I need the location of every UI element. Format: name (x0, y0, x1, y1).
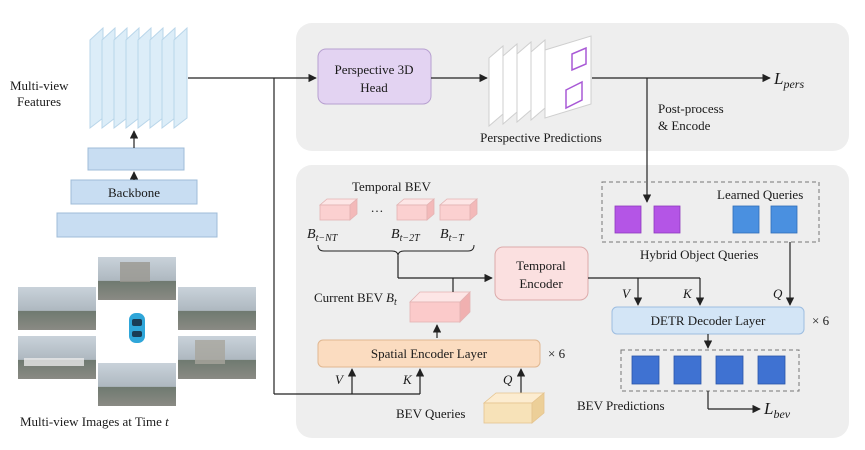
spatial-encoder-times: × 6 (548, 346, 566, 361)
postprocess-label-1: Post-process (658, 101, 724, 116)
backbone-bottom-block (56, 212, 218, 238)
hybrid-queries-label: Hybrid Object Queries (640, 247, 758, 262)
b-t-2t-label: Bt−2T (391, 227, 421, 244)
multiview-feature-stack (89, 26, 188, 130)
perspective-head-label-1: Perspective 3D (334, 62, 413, 77)
learned-queries-label: Learned Queries (717, 187, 803, 202)
perspective-predictions-label: Perspective Predictions (480, 130, 602, 145)
current-bev-label: Current BEV Bt (314, 290, 397, 308)
b-t-t-label: Bt−T (440, 227, 465, 244)
camera-image-front-left (18, 287, 96, 330)
bev-prediction-3 (715, 355, 744, 385)
v-label-detr: V (622, 286, 632, 301)
q-label-spatial: Q (503, 372, 513, 387)
multiview-features-label-1: Multi-view (10, 78, 69, 93)
camera-image-back-left (18, 336, 96, 379)
backbone-label: Backbone (108, 185, 160, 200)
bev-prediction-1 (631, 355, 660, 385)
camera-images (18, 257, 256, 406)
perspective-predictions-stack (488, 35, 592, 128)
detr-decoder-label: DETR Decoder Layer (651, 313, 766, 328)
temporal-bev-label: Temporal BEV (352, 179, 431, 194)
temporal-ellipsis: … (371, 200, 384, 215)
loss-bev: Lbev (763, 399, 791, 421)
temporal-encoder-label-2: Encoder (519, 276, 563, 291)
k-label-detr: K (682, 286, 693, 301)
hybrid-queries-box (601, 181, 820, 243)
bev-prediction-2 (673, 355, 702, 385)
temporal-encoder-label-1: Temporal (516, 258, 566, 273)
perspective-head-label-2: Head (360, 80, 388, 95)
v-label-spatial: V (335, 372, 345, 387)
hybrid-query-1 (614, 205, 642, 234)
temporal-encoder (494, 246, 589, 301)
temporal-bev-cubes (318, 198, 479, 221)
learned-query-2 (770, 205, 798, 234)
bottom-panel (296, 165, 849, 438)
perspective-3d-head (317, 48, 432, 105)
current-bev-cube (409, 291, 471, 323)
learned-query-1 (732, 205, 760, 234)
k-label-spatial: K (402, 372, 413, 387)
loss-pers: Lpers (773, 69, 804, 91)
q-label-detr: Q (773, 286, 783, 301)
bev-predictions-label: BEV Predictions (577, 398, 665, 413)
bev-prediction-4 (757, 355, 786, 385)
backbone-block (70, 179, 198, 205)
postprocess-label-2: & Encode (658, 118, 711, 133)
camera-image-front-right (178, 287, 256, 330)
bev-predictions-box (620, 349, 800, 392)
backbone-top-block (87, 147, 185, 171)
multiview-features-label-2: Features (17, 94, 61, 109)
spatial-encoder-layer (317, 339, 541, 368)
spatial-encoder-label: Spatial Encoder Layer (371, 346, 488, 361)
hybrid-query-2 (653, 205, 681, 234)
images-caption: Multi-view Images at Time t (20, 414, 169, 429)
detr-decoder-times: × 6 (812, 313, 830, 328)
bev-queries-label: BEV Queries (396, 406, 465, 421)
bev-queries-block (482, 392, 546, 424)
camera-image-back (98, 363, 176, 406)
b-t-nt-label: Bt−NT (307, 227, 339, 244)
ego-car-icon (129, 313, 145, 343)
